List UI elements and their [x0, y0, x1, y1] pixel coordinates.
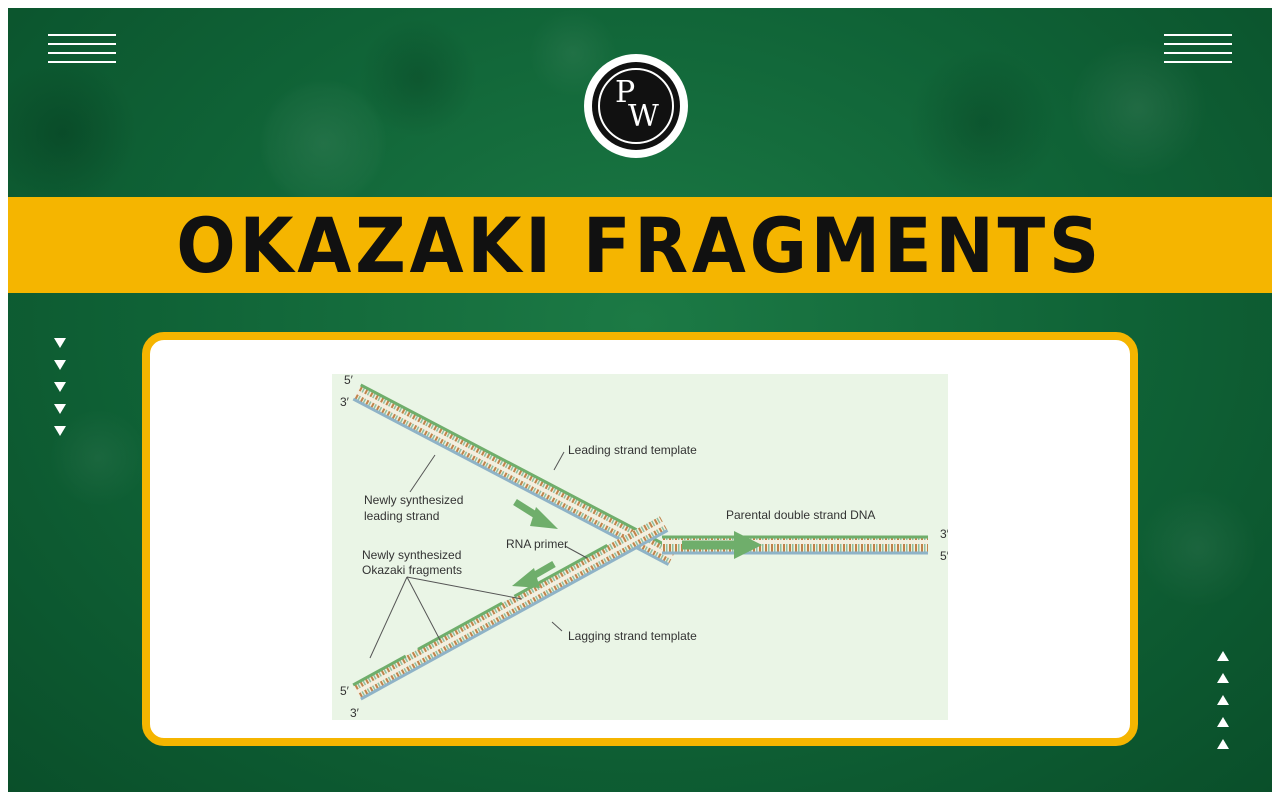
background-cell: [258, 78, 388, 208]
page-title: OKAZAKI FRAGMENTS: [176, 200, 1104, 290]
background-cell: [48, 408, 148, 508]
triangle-down-icon: [54, 404, 66, 414]
label-leading-strand-template: Leading strand template: [568, 443, 697, 457]
background-cell: [908, 48, 1058, 198]
triangle-up-icon: [1217, 673, 1229, 683]
label-pointers: [369, 451, 588, 659]
triangle-down-icon: [54, 426, 66, 436]
label-5-prime-right: 5′: [940, 549, 948, 563]
triangle-up-icon: [1217, 717, 1229, 727]
dna-replication-fork-diagram: 5′ 3′ Leading strand template Newly synt…: [332, 373, 950, 720]
background-cell: [358, 18, 478, 138]
triangle-down-icon-group: [52, 338, 68, 448]
label-3-prime-right: 3′: [940, 527, 948, 541]
label-5-prime-bottom: 5′: [340, 684, 350, 698]
logo-letter-w: W: [628, 99, 659, 134]
leading-strand-arm: [352, 383, 677, 566]
background-cell: [8, 58, 138, 208]
lagging-direction-arrow: [512, 560, 556, 588]
label-rna-primer: RNA primer: [506, 537, 568, 551]
label-okazaki-1: Newly synthesized: [362, 548, 461, 562]
label-okazaki-2: Okazaki fragments: [362, 563, 462, 577]
hamburger-icon: [1164, 34, 1232, 70]
diagram-svg: 5′ 3′ Leading strand template Newly synt…: [340, 373, 950, 720]
triangle-down-icon: [54, 338, 66, 348]
label-3-prime-top: 3′: [340, 395, 350, 409]
triangle-up-icon: [1217, 651, 1229, 661]
synthesis-direction-arrow: [513, 499, 558, 529]
triangle-up-icon: [1217, 739, 1229, 749]
hamburger-icon: [48, 34, 116, 70]
triangle-up-icon: [1217, 695, 1229, 705]
fork-direction-arrow: [682, 531, 762, 559]
pw-logo: P W: [584, 54, 688, 158]
triangle-down-icon: [54, 360, 66, 370]
triangle-down-icon: [54, 382, 66, 392]
logo-letter-p: P: [615, 75, 636, 110]
label-lagging-strand-template: Lagging strand template: [568, 629, 697, 643]
title-band: OKAZAKI FRAGMENTS: [8, 197, 1272, 293]
background-cell: [1138, 488, 1258, 608]
label-newly-leading-2: leading strand: [364, 509, 439, 523]
label-parental-dna: Parental double strand DNA: [726, 508, 875, 522]
label-5-prime-top: 5′: [344, 374, 354, 387]
label-newly-leading-1: Newly synthesized: [364, 493, 463, 507]
label-3-prime-bottom: 3′: [350, 706, 360, 720]
lagging-strand-arm: [352, 516, 669, 701]
banner: P W OKAZAKI FRAGMENTS: [8, 8, 1272, 792]
triangle-up-icon-group: [1215, 651, 1231, 761]
